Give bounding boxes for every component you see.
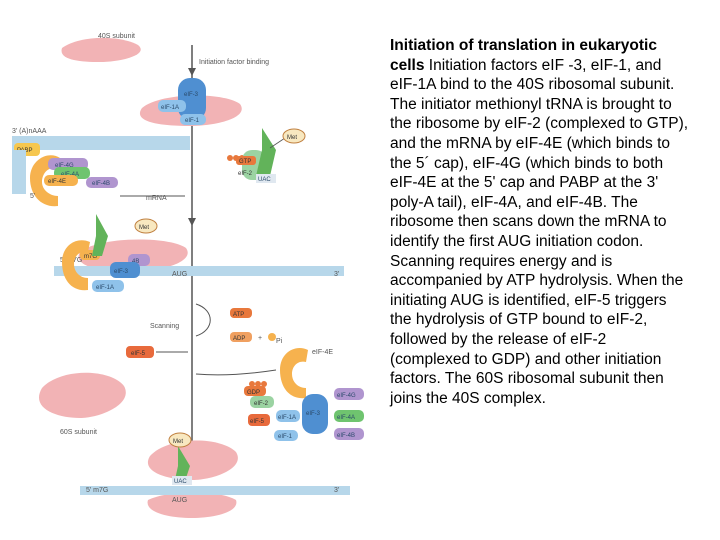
eif5-label: eIF-5 <box>131 351 146 357</box>
eif2-label-a: eIF-2 <box>238 171 253 177</box>
eif5-label-b: eIF-5 <box>250 419 265 425</box>
translation-initiation-diagram: 40S subunit Initiation factor binding eI… <box>12 33 364 518</box>
mrna-3prime-label-2: 3' <box>334 487 339 494</box>
met-label-2: Met <box>139 225 149 231</box>
mrna-5prime-label-final: 5' m7G <box>86 487 108 494</box>
eif1a-factor <box>158 100 186 112</box>
arrow-head-1 <box>188 68 196 76</box>
eif4b-label-b: 4B <box>132 259 139 265</box>
eif4b-label-c: eIF-4B <box>337 433 355 439</box>
label-60s-subunit: 60S subunit <box>60 429 97 436</box>
ribosome-80s-large <box>147 440 238 480</box>
pi-label: Pi <box>276 338 283 345</box>
eif4g-label-a: eIF-4G <box>55 163 74 169</box>
eif1-label-c: eIF-1 <box>278 434 293 440</box>
gdp-tag <box>244 386 266 396</box>
release-arrow <box>195 369 277 376</box>
eif1a-label-b: eIF-1A <box>96 285 114 291</box>
ribosome-40s-subunit <box>61 37 141 62</box>
atp-label: ATP <box>233 312 244 318</box>
label-40s-subunit: 40S subunit <box>98 33 135 40</box>
caption-title: Initiation of translation in eukaryotic … <box>390 37 657 74</box>
eif1a-factor-b <box>92 280 124 292</box>
gtp-label-1: GTP <box>239 159 251 165</box>
eif3-factor <box>178 78 206 120</box>
mrna-5prime-label: 5' <box>30 193 35 200</box>
eif4e-cap-binding-b <box>62 240 90 291</box>
ribosome-80s-small <box>147 492 237 518</box>
met-residue-3 <box>168 432 192 448</box>
eif3-label: eIF-3 <box>184 92 199 98</box>
mrna-strand-scan <box>54 266 344 276</box>
eif1-label: eIF-1 <box>185 118 200 124</box>
gtp-tag-1 <box>236 156 256 165</box>
mrna-strand-final <box>80 486 350 495</box>
hydrolysis-arrow-atp <box>195 303 211 337</box>
met-trna-complex: GTP eIF-2 Met UAC <box>227 128 306 183</box>
eif4e-label-a: eIF-4E <box>48 179 66 185</box>
eif4e-cap-binding-a <box>30 155 60 207</box>
eif2-label-b: eIF-2 <box>254 401 269 407</box>
eif4e-released-label: eIF-4E <box>312 349 333 356</box>
released-factors: GDP eIF-2 eIF-5 eIF-1A eIF-3 eIF-1 eIF-4… <box>244 381 364 441</box>
gdp-label: GDP <box>247 390 260 396</box>
plus-sign: + <box>258 335 262 342</box>
label-mrna: mRNA <box>146 195 167 202</box>
met-label-1: Met <box>287 135 297 141</box>
label-scanning: Scanning <box>150 323 179 330</box>
eif3-factor-b <box>110 262 140 278</box>
eif4e-factor-a <box>44 175 78 186</box>
mrna-strand-top <box>12 136 190 150</box>
mrna-strand-loop <box>12 150 26 194</box>
mrna-3prime-label-1: 3' <box>334 271 339 278</box>
eif1a-label-c: eIF-1A <box>278 415 296 421</box>
uac-label-2: UAC <box>174 479 187 485</box>
eif1-factor <box>180 114 206 125</box>
eif1a-label: eIF-1A <box>161 105 179 111</box>
adp-molecule <box>230 332 252 342</box>
aug-label-1: AUG <box>172 271 187 278</box>
ribosome-60s-subunit <box>38 372 126 418</box>
label-factor-binding: Initiation factor binding <box>199 59 269 66</box>
caption-text: Initiation of translation in eukaryotic … <box>390 36 690 408</box>
met-residue-1 <box>282 128 306 144</box>
arrow-head-2 <box>188 218 196 226</box>
caption-body: Initiation factors eIF -3, eIF-1, and eI… <box>390 56 689 407</box>
eif4b-factor-a <box>86 177 118 188</box>
mrna-polya-label: 3' (A)nAAA <box>12 128 47 135</box>
eif3-label-b: eIF-3 <box>114 269 129 275</box>
adp-label: ADP <box>233 336 245 342</box>
met-label-3: Met <box>173 439 183 445</box>
eif4g-label-b: eIF-4G <box>337 393 356 399</box>
eif4b-label-a: eIF-4B <box>92 181 110 187</box>
aug-label-2: AUG <box>172 497 187 504</box>
eif4e-released <box>280 348 308 399</box>
atp-molecule <box>230 308 252 318</box>
eif3-label-c: eIF-3 <box>306 411 321 417</box>
eif4a-label-b: eIF-4A <box>337 415 355 421</box>
m7g-label: m7G <box>84 254 97 260</box>
eif5-factor <box>126 346 154 358</box>
uac-label-1: UAC <box>258 177 271 183</box>
met-residue-2 <box>134 218 158 234</box>
